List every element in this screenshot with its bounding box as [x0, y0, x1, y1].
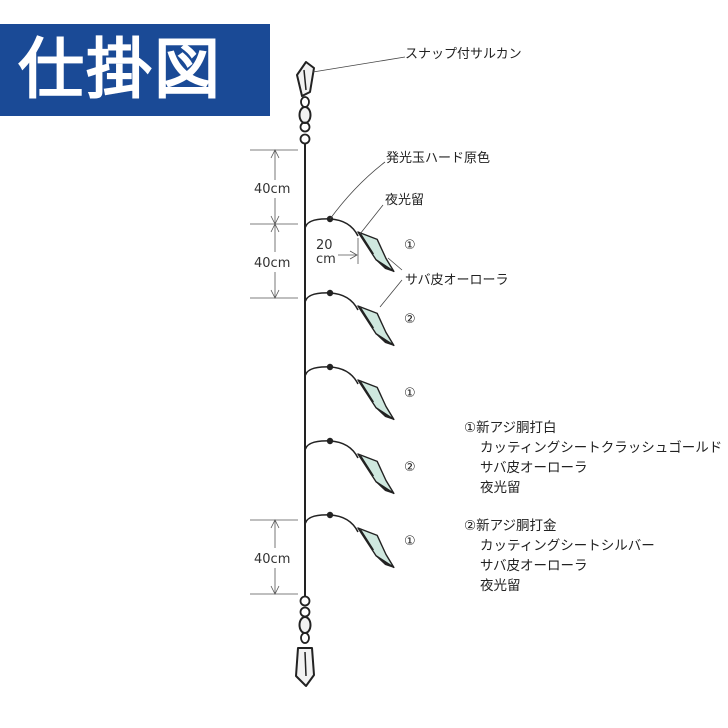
label-mackerel-skin: サバ皮オーローラ — [405, 273, 508, 288]
luminous-bead — [326, 363, 334, 371]
page-title: 仕掛図 — [18, 31, 222, 108]
label-luminous-stopper: 夜光留 — [385, 193, 424, 208]
spec-1-line: カッティングシートクラッシュゴールド — [480, 440, 723, 456]
branch-mark: ② — [404, 312, 416, 327]
branch-marks: ① ② ① ② ① — [404, 238, 416, 549]
spec-block-1: ①新アジ胴打白 カッティングシートクラッシュゴールド サバ皮オーローラ 夜光留 — [464, 418, 722, 498]
lure — [357, 522, 395, 573]
lure — [357, 448, 395, 499]
branch-mark: ① — [404, 534, 416, 549]
label-leaders — [312, 56, 406, 308]
dim-branch-unit: cm — [316, 252, 336, 267]
spec-block-2: ②新アジ胴打金 カッティングシートシルバー サバ皮オーローラ 夜光留 — [464, 516, 655, 596]
branch-mark: ① — [404, 238, 416, 253]
dim-top-2: 40cm — [254, 256, 290, 271]
spec-1-line: 夜光留 — [480, 480, 521, 496]
dim-top-1: 40cm — [254, 182, 290, 197]
spec-2-line: カッティングシートシルバー — [480, 538, 655, 554]
spec-1-line: サバ皮オーローラ — [480, 460, 588, 476]
lure — [357, 374, 395, 425]
dimension-lines — [250, 149, 359, 595]
lure — [357, 226, 395, 277]
lure — [357, 300, 395, 351]
luminous-bead — [326, 511, 334, 519]
dim-branch-number: 20 — [316, 238, 333, 253]
branch — [304, 437, 395, 499]
spec-2-line: サバ皮オーローラ — [480, 558, 588, 574]
spec-1-heading: ①新アジ胴打白 — [464, 420, 557, 436]
luminous-bead — [326, 437, 334, 445]
spec-2-heading: ②新アジ胴打金 — [464, 518, 557, 534]
label-bead: 発光玉ハード原色 — [386, 150, 490, 166]
branch — [304, 363, 395, 425]
luminous-bead — [326, 289, 334, 297]
bottom-snap-swivel — [295, 595, 315, 687]
branch — [304, 289, 395, 351]
branch-mark: ① — [404, 386, 416, 401]
branch — [304, 511, 395, 573]
dim-bottom: 40cm — [254, 552, 290, 567]
label-snap-swivel: スナップ付サルカン — [405, 47, 522, 62]
spec-2-line: 夜光留 — [480, 578, 521, 594]
top-snap-swivel — [296, 61, 315, 145]
branch-mark: ② — [404, 460, 416, 475]
branch-group — [304, 215, 395, 573]
title-banner: 仕掛図 — [0, 24, 270, 116]
